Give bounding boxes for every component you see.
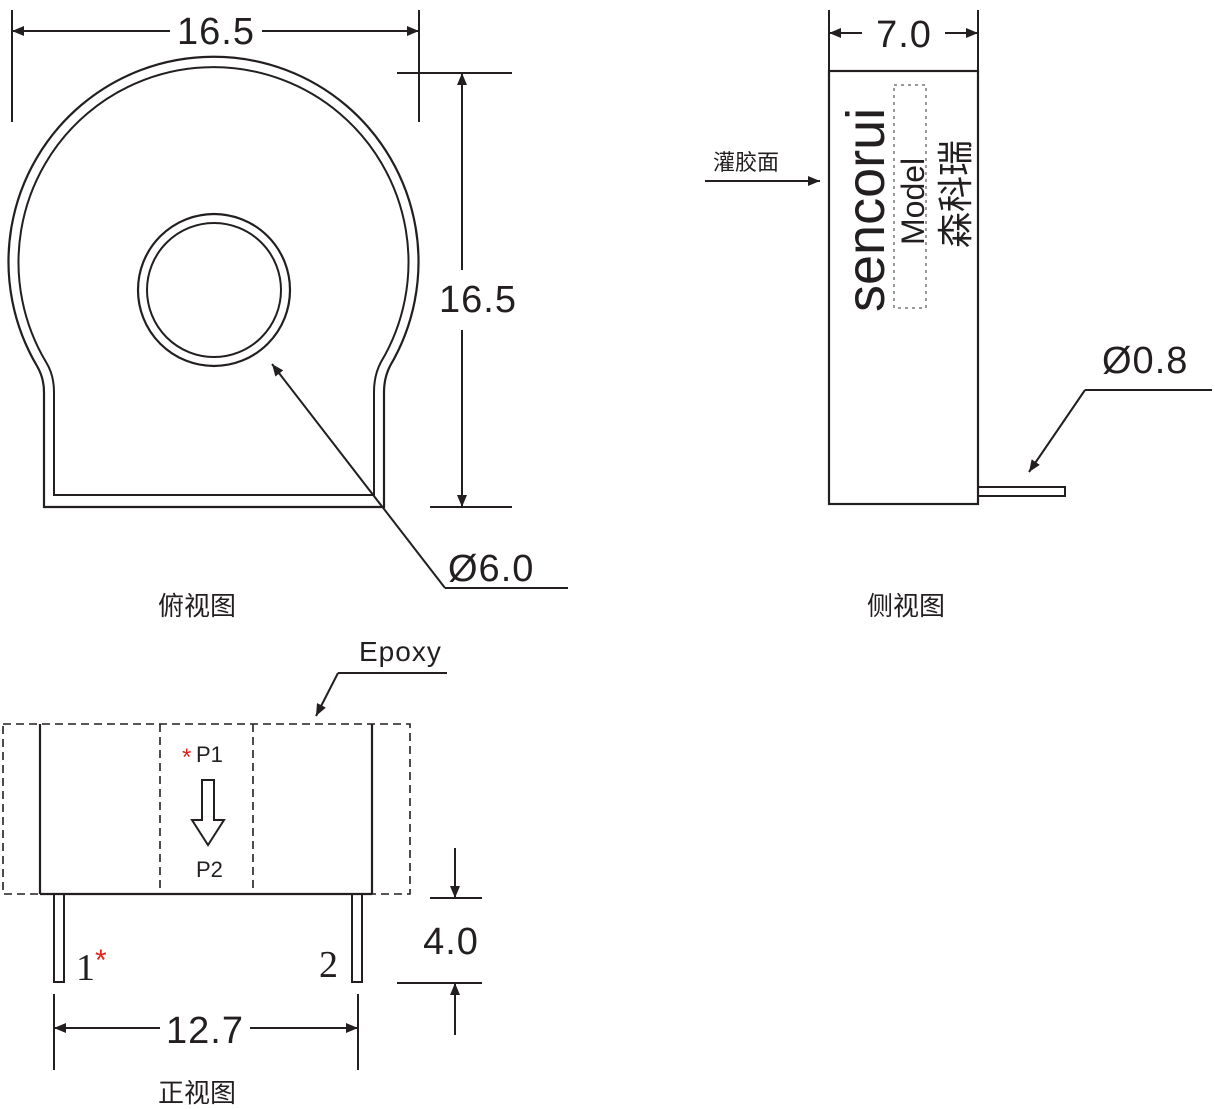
top-width-dim: 16.5 [177,11,255,53]
side-thickness-dim: 7.0 [876,14,932,56]
model-marking: Model [895,158,931,245]
top-view-inner-outline [17,66,410,496]
pin-1-star: * [95,944,107,977]
hole-diameter-dim: Ø6.0 [448,548,534,590]
pin-2 [351,893,363,983]
top-height-dim: 16.5 [439,279,517,321]
top-view-outer-outline [7,55,420,509]
p2-label: P2 [196,857,223,882]
top-view: 16.5 16.5 Ø6.0 俯视图 [7,10,568,621]
p1-star: * [182,744,191,771]
side-view-pin [978,486,1066,497]
side-view-body [827,69,980,506]
hole-leader-line [271,363,446,589]
pin-1-label: 1 [76,947,95,989]
side-view: 7.0 灌胶面 sencorui Model 森科瑞 Ø0.8 侧视图 [705,10,1212,621]
epoxy-label: Epoxy [359,636,442,667]
side-view-caption: 侧视图 [867,591,945,621]
top-view-caption: 俯视图 [158,591,236,621]
pin-2-label: 2 [319,944,338,986]
top-view-hole-outer [136,212,292,368]
brand-marking: sencorui [836,108,896,312]
potting-face-label: 灌胶面 [713,150,779,175]
pin-spacing-dim: 12.7 [166,1010,244,1052]
pin-1 [53,893,65,983]
top-view-hole-inner [146,222,282,358]
chinese-brand-marking: 森科瑞 [935,140,976,248]
pin-leader-line [1028,389,1086,473]
model-dotted-box [893,84,927,309]
epoxy-leader-line [315,672,339,717]
current-direction-arrow [190,779,226,847]
p1-label: P1 [196,742,223,767]
pin-diameter-dim: Ø0.8 [1102,340,1188,382]
front-view: Epoxy * P1 P2 1 * 2 4.0 12.7 正视图 [2,636,482,1108]
front-view-caption: 正视图 [158,1078,236,1108]
pin-length-dim: 4.0 [423,921,479,963]
